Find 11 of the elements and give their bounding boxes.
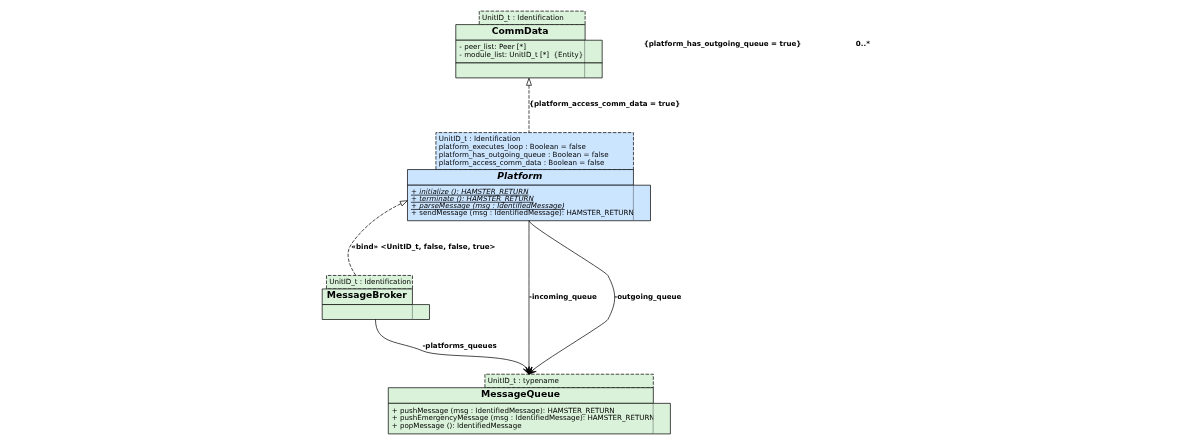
edge-label: -incoming_queue <box>528 291 597 301</box>
edge-label: -outgoing_queue <box>613 291 681 301</box>
label: {platform_has_outgoing_queue = true} <box>643 38 801 48</box>
label: 0..* <box>855 38 870 48</box>
edge-label: «bind» <UnitID_t, false, false, true> <box>350 242 496 252</box>
arrow <box>374 319 530 375</box>
edge-label: {platform_access_comm_data = true} <box>528 99 680 109</box>
edge-label: -platforms_queues <box>421 340 497 350</box>
arrow <box>525 77 532 133</box>
arrow <box>528 220 615 375</box>
arrow <box>347 200 408 276</box>
